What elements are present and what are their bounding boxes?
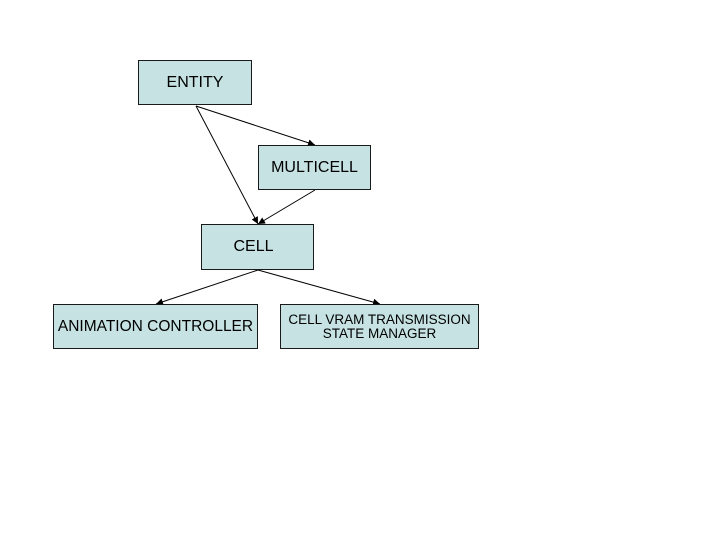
- edge-cell-to-vram-manager: [257, 269, 381, 306]
- edge-multicell-to-cell: [257, 189, 316, 225]
- cell-node: CELL: [201, 224, 314, 270]
- edge-entity-to-multicell: [195, 105, 316, 147]
- animation-controller-label: ANIMATION CONTROLLER: [57, 317, 254, 335]
- vram-manager-node: CELL VRAM TRANSMISSION STATE MANAGER: [280, 304, 479, 349]
- edge-entity-to-cell: [195, 105, 259, 225]
- multicell-label: MULTICELL: [271, 158, 358, 176]
- edge-cell-to-animation-controller: [155, 269, 259, 306]
- vram-manager-text: CELL VRAM TRANSMISSION STATE MANAGER: [288, 311, 471, 341]
- animation-controller-node: ANIMATION CONTROLLER: [53, 304, 258, 349]
- cell-label: CELL: [233, 238, 274, 255]
- vram-manager-label-line1: CELL VRAM TRANSMISSION: [288, 311, 471, 327]
- entity-label: ENTITY: [166, 73, 224, 91]
- multicell-node: MULTICELL: [258, 145, 371, 190]
- entity-node: ENTITY: [138, 60, 252, 105]
- vram-manager-label-line2: STATE MANAGER: [322, 325, 437, 341]
